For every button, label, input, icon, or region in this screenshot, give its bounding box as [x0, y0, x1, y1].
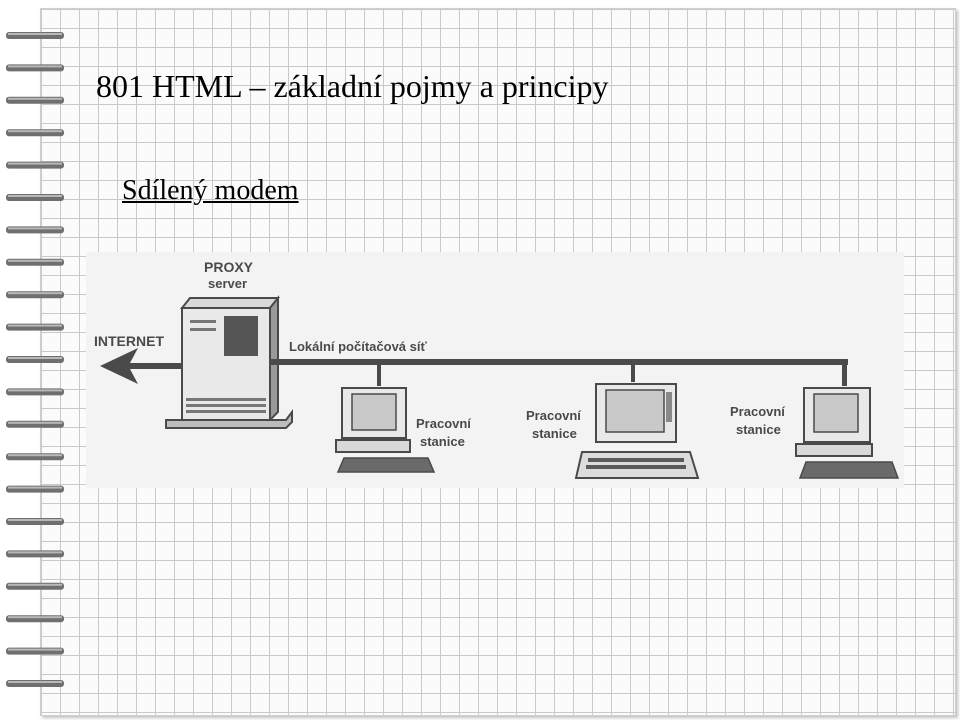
workstation-1-label: Pracovní: [416, 416, 471, 431]
spiral-ring-highlight: [8, 292, 62, 295]
workstation-2-label: Pracovní: [526, 408, 581, 423]
spiral-binding: [6, 32, 64, 687]
proxy-server-icon: [165, 295, 293, 429]
workstation-1-icon: [335, 387, 436, 473]
spiral-ring-highlight: [8, 583, 62, 586]
spiral-ring-highlight: [8, 227, 62, 230]
workstation-3-sublabel: stanice: [736, 422, 781, 437]
internet-arrow-icon: [100, 348, 182, 384]
workstation-2-sublabel: stanice: [532, 426, 577, 441]
lan-bus-line: [270, 359, 848, 386]
spiral-ring-highlight: [8, 551, 62, 554]
workstation-3-icon: [795, 387, 900, 479]
spiral-ring-highlight: [8, 130, 62, 133]
workstation-1-sublabel: stanice: [420, 434, 465, 449]
workstation-3-label: Pracovní: [730, 404, 785, 419]
spiral-ring-highlight: [8, 454, 62, 457]
spiral-ring-highlight: [8, 65, 62, 68]
spiral-ring-highlight: [8, 357, 62, 359]
lan-label: Lokální počítačová síť: [289, 339, 427, 354]
internet-label: INTERNET: [94, 333, 164, 349]
spiral-ring-highlight: [8, 195, 62, 197]
spiral-ring-highlight: [8, 519, 62, 521]
spiral-ring-highlight: [8, 616, 62, 619]
network-diagram: PROXY server INTERNET Lokální počítačová…: [86, 252, 904, 488]
workstation-2-icon: [574, 383, 700, 479]
spiral-ring-highlight: [8, 648, 62, 651]
spiral-ring-highlight: [8, 421, 62, 424]
slide-title: 801 HTML – základní pojmy a principy: [96, 68, 609, 104]
spiral-ring-highlight: [8, 486, 62, 489]
slide-subtitle: Sdílený modem: [122, 175, 299, 206]
spiral-ring-highlight: [8, 97, 62, 100]
spiral-ring-highlight: [8, 389, 62, 392]
spiral-ring-highlight: [8, 259, 62, 262]
spiral-ring-highlight: [8, 33, 62, 35]
diagram-canvas: PROXY server INTERNET Lokální počítačová…: [86, 252, 904, 488]
spiral-ring-highlight: [8, 324, 62, 327]
proxy-label: PROXY: [204, 259, 254, 275]
spiral-ring-highlight: [8, 681, 62, 683]
proxy-sublabel: server: [208, 276, 247, 291]
spiral-ring-highlight: [8, 162, 62, 165]
